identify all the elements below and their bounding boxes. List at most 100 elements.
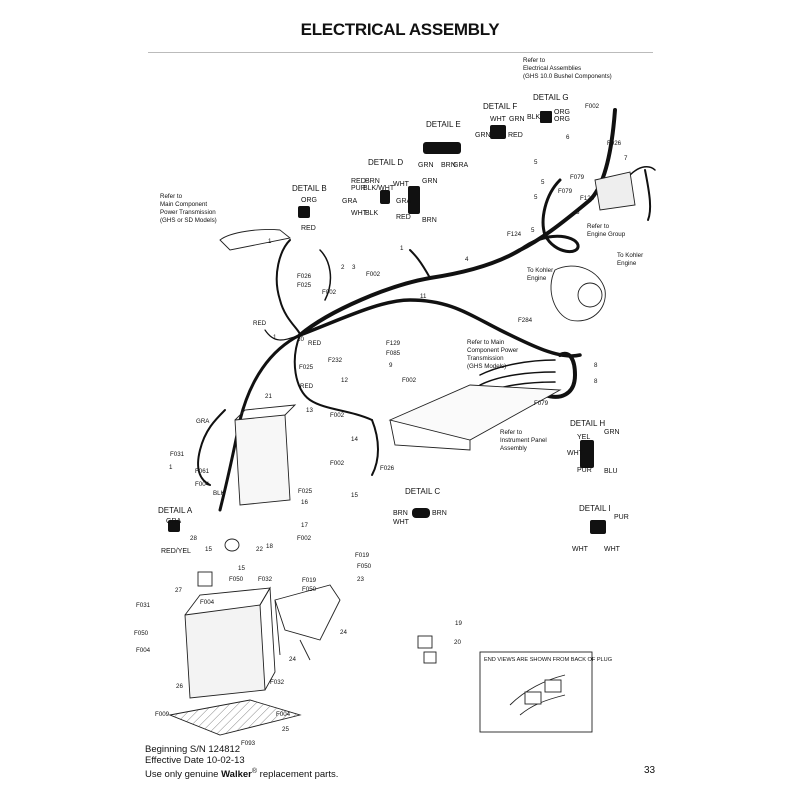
svg-text:RED: RED: [508, 132, 523, 139]
svg-text:GRN: GRN: [418, 162, 434, 169]
part-callout: F032: [270, 679, 285, 686]
svg-text:To Kohler: To Kohler: [527, 267, 553, 274]
part-callout: 17: [301, 522, 308, 529]
page-number: 33: [644, 765, 656, 776]
svg-text:Engine: Engine: [527, 275, 547, 282]
svg-text:WHT: WHT: [393, 519, 410, 526]
part-callout: 6: [566, 134, 570, 141]
svg-text:Instrument Panel: Instrument Panel: [500, 437, 547, 444]
detail-d-title: DETAIL D: [368, 158, 403, 167]
svg-text:PUR: PUR: [577, 467, 592, 474]
part-callout: F019: [355, 552, 370, 559]
part-callout: 8: [594, 378, 598, 385]
part-callout: F079: [570, 174, 585, 181]
part-callout: BLK: [213, 490, 226, 497]
part-callout: F079: [534, 400, 549, 407]
svg-text:Component Power: Component Power: [467, 347, 518, 354]
detail-labels: DETAIL B ORG RED DETAIL D RED BRN PUR BL…: [158, 93, 629, 555]
part-callout: F025: [297, 282, 312, 289]
detail-h-plug-icon: [580, 440, 594, 468]
part-callout: F019: [302, 577, 317, 584]
part-callout: F093: [241, 740, 256, 747]
svg-text:(GHS Models): (GHS Models): [467, 363, 506, 370]
part-callout: F002: [330, 412, 345, 419]
detail-e-plug-icon: [423, 142, 461, 154]
svg-text:ORG: ORG: [554, 109, 570, 116]
part-callout: 11: [420, 293, 427, 300]
part-callout: 1: [273, 334, 277, 341]
part-callout: F004: [276, 711, 291, 718]
detail-e-title: DETAIL E: [426, 120, 461, 129]
svg-text:Refer to: Refer to: [160, 193, 183, 200]
svg-text:Assembly: Assembly: [500, 445, 528, 452]
part-callout: 4: [465, 256, 469, 263]
svg-text:PUR: PUR: [614, 514, 629, 521]
reference-notes: Refer to Electrical Assemblies (GHS 10.0…: [160, 57, 643, 663]
part-callout: 24: [340, 629, 347, 636]
part-callout: 5: [534, 194, 538, 201]
svg-text:WHT: WHT: [351, 210, 368, 217]
detail-h-title: DETAIL H: [570, 419, 605, 428]
svg-text:(GHS 10.0 Bushel Components): (GHS 10.0 Bushel Components): [523, 73, 612, 80]
svg-text:GRN: GRN: [475, 132, 491, 139]
part-callout: F032: [258, 576, 273, 583]
part-callout: F031: [136, 602, 151, 609]
svg-text:RED/YEL: RED/YEL: [161, 548, 191, 555]
part-callout: 7: [624, 155, 628, 162]
part-callout: 10: [297, 336, 304, 343]
detail-b-title: DETAIL B: [292, 184, 327, 193]
detail-d2-plug-icon: [408, 186, 420, 214]
part-callout: 23: [357, 576, 364, 583]
detail-f-plug-icon: [490, 125, 506, 139]
part-callout: 24: [289, 656, 296, 663]
svg-text:GRN: GRN: [604, 429, 620, 436]
part-callout: 28: [190, 535, 197, 542]
part-callout: 14: [351, 436, 358, 443]
svg-text:GRA: GRA: [166, 518, 182, 525]
svg-text:Transmission: Transmission: [467, 355, 504, 362]
svg-text:WHT: WHT: [567, 450, 584, 457]
svg-text:Electrical Assemblies: Electrical Assemblies: [523, 65, 581, 72]
part-callout: F026: [607, 140, 622, 147]
svg-text:GRN: GRN: [509, 116, 525, 123]
part-callout: F002: [297, 535, 312, 542]
svg-text:BRN: BRN: [393, 510, 408, 517]
part-callout: 2: [341, 264, 345, 271]
part-callout: F004: [136, 647, 151, 654]
svg-text:RED: RED: [301, 225, 316, 232]
part-callout: 27: [175, 587, 182, 594]
svg-text:BRN: BRN: [365, 178, 380, 185]
svg-text:END VIEWS ARE SHOWN FROM BACK: END VIEWS ARE SHOWN FROM BACK OF PLUG: [484, 657, 612, 663]
part-callout: 19: [455, 620, 462, 627]
detail-g-title: DETAIL G: [533, 93, 569, 102]
effective-date: Effective Date 10-02-13: [145, 755, 245, 766]
part-callout: F026: [297, 273, 312, 280]
svg-text:BRN: BRN: [441, 162, 456, 169]
brand-name: Walker: [221, 769, 252, 781]
part-callout: GRA: [196, 418, 210, 425]
part-callout: F002: [585, 103, 600, 110]
part-callout: 18: [266, 543, 273, 550]
part-callout: 1: [268, 238, 272, 245]
part-callout: 25: [282, 726, 289, 733]
connector-icons: [168, 111, 606, 534]
part-callout: 3: [352, 264, 356, 271]
part-callout: F061: [195, 468, 210, 475]
part-callout: F004: [200, 599, 215, 606]
svg-text:GRN: GRN: [422, 178, 438, 185]
part-callout: F009: [155, 711, 170, 718]
part-callout: F079: [558, 188, 573, 195]
svg-text:YEL: YEL: [577, 434, 590, 441]
part-callout: F002: [402, 377, 417, 384]
svg-text:ORG: ORG: [554, 116, 570, 123]
svg-text:Refer to: Refer to: [523, 57, 546, 64]
part-callout: F002: [366, 271, 381, 278]
svg-text:GRA: GRA: [396, 198, 412, 205]
svg-text:Main Component: Main Component: [160, 201, 207, 208]
part-callout: 22: [256, 546, 263, 553]
part-callout: F129: [386, 340, 401, 347]
detail-c-plug-icon: [412, 508, 430, 518]
part-callout: F085: [386, 350, 401, 357]
part-callout: 8: [594, 362, 598, 369]
